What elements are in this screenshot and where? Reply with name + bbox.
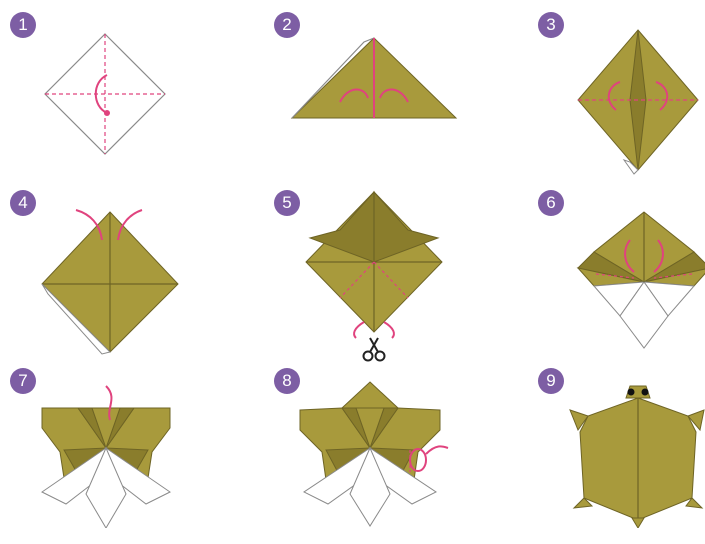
turtle-head — [625, 385, 651, 399]
step-7-diagram — [41, 385, 171, 528]
step-3: 3 — [534, 12, 705, 188]
step-7: 7 — [6, 368, 241, 544]
step-number-badge: 3 — [538, 12, 564, 38]
fold-arrow-icon — [655, 81, 669, 111]
fold-arrow-icon — [379, 88, 409, 103]
fold-arrow-icon — [94, 74, 108, 114]
step-number-badge: 9 — [538, 368, 564, 394]
step-number-badge: 6 — [538, 190, 564, 216]
step-4: 4 — [6, 190, 241, 366]
fold-arrow-icon — [339, 88, 369, 103]
step-3-diagram — [577, 29, 699, 175]
step-5: 5 — [270, 190, 505, 366]
turtle-eye-icon — [641, 388, 649, 396]
step-1: 1 — [6, 12, 241, 188]
scissors-icon — [362, 337, 386, 362]
step-2-diagram — [290, 37, 458, 119]
step-number-badge: 8 — [274, 368, 300, 394]
turtle-eye-icon — [627, 388, 635, 396]
fold-arrow-icon — [353, 321, 365, 339]
fold-arrow-icon — [117, 209, 143, 241]
step-8-diagram — [299, 381, 449, 527]
fold-arrow-icon — [624, 239, 635, 273]
fold-arrow-icon — [105, 385, 113, 421]
fold-arrow-icon — [653, 239, 664, 273]
step-8: 8 — [270, 368, 505, 544]
step-1-diagram — [44, 33, 166, 155]
fold-arrow-icon — [383, 321, 395, 339]
fold-arrow-icon — [607, 81, 621, 111]
step-number-badge: 7 — [10, 368, 36, 394]
step-5-diagram — [305, 190, 443, 362]
fold-arrow-icon — [75, 209, 103, 241]
step-number-badge: 5 — [274, 190, 300, 216]
step-9-diagram — [569, 385, 705, 528]
step-2: 2 — [270, 12, 505, 188]
step-6-diagram — [576, 211, 705, 349]
step-number-badge: 2 — [274, 12, 300, 38]
step-number-badge: 4 — [10, 190, 36, 216]
step-6: 6 — [534, 190, 705, 366]
turn-over-icon — [409, 445, 449, 472]
step-4-diagram — [41, 209, 179, 355]
step-9: 9 — [534, 368, 705, 544]
step-number-badge: 1 — [10, 12, 36, 38]
